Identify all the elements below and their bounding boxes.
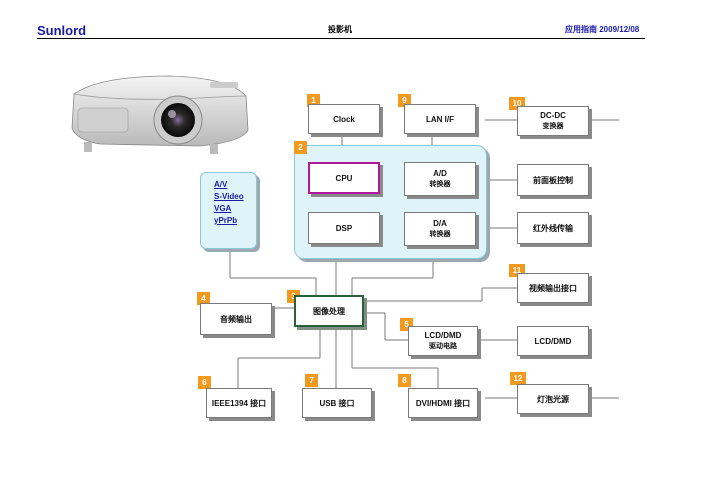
dsp-block: DSP [308,212,380,244]
badge-1: 1 [307,94,320,107]
input-item-svideo: S-Video [214,192,244,201]
input-item-av: A/V [214,180,228,189]
video-output-block: 视频输出接口 [517,273,589,303]
ieee1394-label: IEEE1394 接口 [211,398,267,408]
dvi-hdmi-label: DVI/HDMI 接口 [415,398,471,408]
da-sub: 转换器 [429,231,451,238]
badge-9: 9 [398,94,411,107]
da-converter-block: D/A 转换器 [404,212,476,246]
front-panel-block: 前面板控制 [517,164,589,196]
badge-8: 8 [398,374,411,387]
infrared-label: 红外线传输 [533,223,573,233]
badge-2: 2 [294,141,307,154]
badge-4: 4 [197,292,210,305]
dcdc-block: DC-DC 变换器 [517,106,589,136]
badge-12: 12 [510,372,526,385]
dcdc-sub: 变换器 [542,123,564,130]
cpu-label: CPU [335,173,353,183]
ad-converter-block: A/D 转换器 [404,162,476,196]
video-output-label: 视频输出接口 [529,283,577,293]
header-rule [37,38,645,39]
usb-label: USB 接口 [319,398,355,408]
lcd-dmd-block: LCD/DMD [517,326,589,356]
lcd-driver-block: LCD/DMD 驱动电路 [408,326,478,356]
input-item-yprpb: yPrPb [214,216,238,225]
ad-sub: 转换器 [429,181,451,188]
lamp-label: 灯泡光源 [537,394,569,404]
ieee1394-block: IEEE1394 接口 [206,388,272,418]
input-item-vga: VGA [214,204,232,213]
clock-block: Clock [308,104,380,134]
input-sources-box: A/V S-Video VGA yPrPb [200,172,257,249]
infrared-block: 红外线传输 [517,212,589,244]
dvi-hdmi-block: DVI/HDMI 接口 [408,388,478,418]
front-panel-label: 前面板控制 [533,175,573,185]
lamp-block: 灯泡光源 [517,384,589,414]
header-right: 应用指南 2009/12/08 [565,25,640,34]
badge-7: 7 [305,374,318,387]
image-processing-block: 图像处理 [294,295,364,327]
usb-block: USB 接口 [302,388,372,418]
image-processing-label: 图像处理 [313,306,345,316]
lcd-dmd-label: LCD/DMD [534,336,572,346]
da-label: D/A [433,219,447,228]
dsp-label: DSP [335,223,353,233]
page-title: 投影机 [328,25,352,34]
lcd-driver-label: LCD/DMD [424,331,462,340]
projector-image [71,75,249,154]
audio-output-label: 音频输出 [220,314,252,324]
brand-logo: Sunlord [37,23,87,38]
lan-label: LAN I/F [426,114,454,124]
clock-label: Clock [333,114,355,124]
badge-6: 6 [198,376,211,389]
dcdc-label: DC-DC [540,111,566,120]
ad-label: A/D [433,169,447,178]
cpu-block: CPU [308,162,380,194]
lan-block: LAN I/F [404,104,476,134]
lcd-driver-sub: 驱动电路 [429,343,457,350]
audio-output-block: 音频输出 [200,303,272,335]
